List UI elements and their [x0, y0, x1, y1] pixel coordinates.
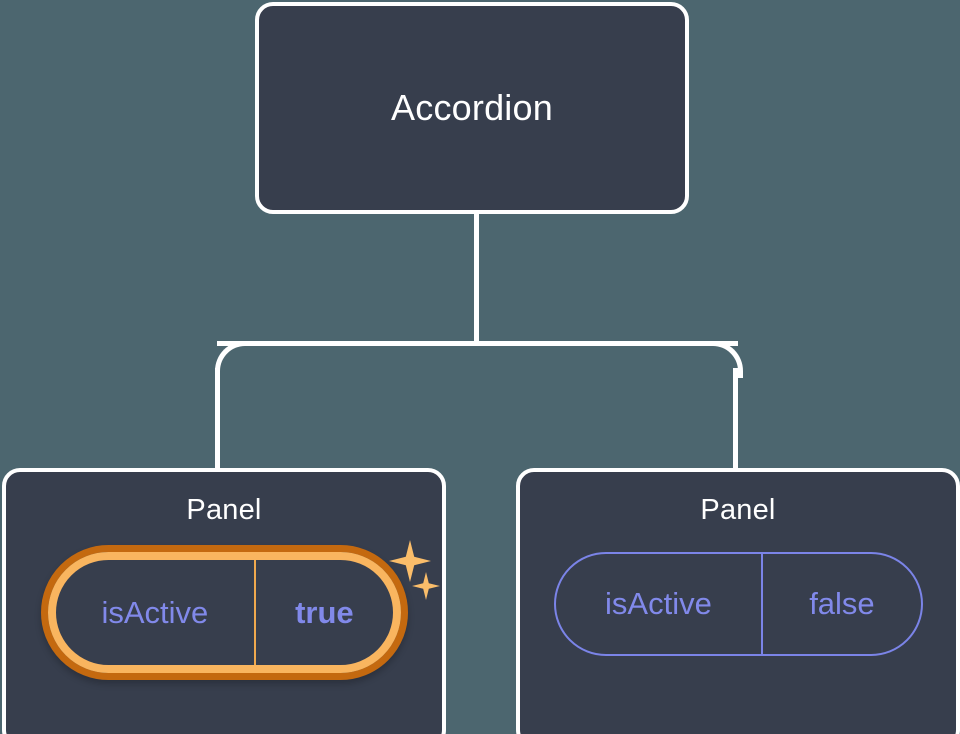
edge-horizontal-bus [217, 341, 738, 346]
node-panel-left[interactable]: Panel isActive true [2, 468, 446, 734]
prop-key-label: isActive [101, 594, 209, 630]
prop-value-label: true [254, 560, 392, 665]
node-panel-right-title: Panel [700, 494, 776, 526]
node-accordion[interactable]: Accordion [255, 2, 689, 214]
prop-pill-inner-ring: isActive true [47, 552, 401, 673]
node-panel-right[interactable]: Panel isActive false [516, 468, 960, 734]
edge-bus-to-panel-left [215, 368, 220, 472]
node-accordion-title: Accordion [391, 87, 553, 128]
edge-bus-to-panel-right [733, 368, 738, 472]
node-panel-left-title: Panel [186, 494, 262, 526]
edge-corner-right [706, 341, 743, 378]
prop-pill-isactive-false[interactable]: isActive false [553, 552, 923, 656]
edge-root-to-bus [474, 212, 479, 344]
prop-value-label: false [761, 554, 920, 654]
edge-corner-left [215, 341, 252, 378]
prop-pill-isactive-true[interactable]: isActive true [40, 545, 408, 680]
prop-key-label: isActive [605, 586, 712, 621]
